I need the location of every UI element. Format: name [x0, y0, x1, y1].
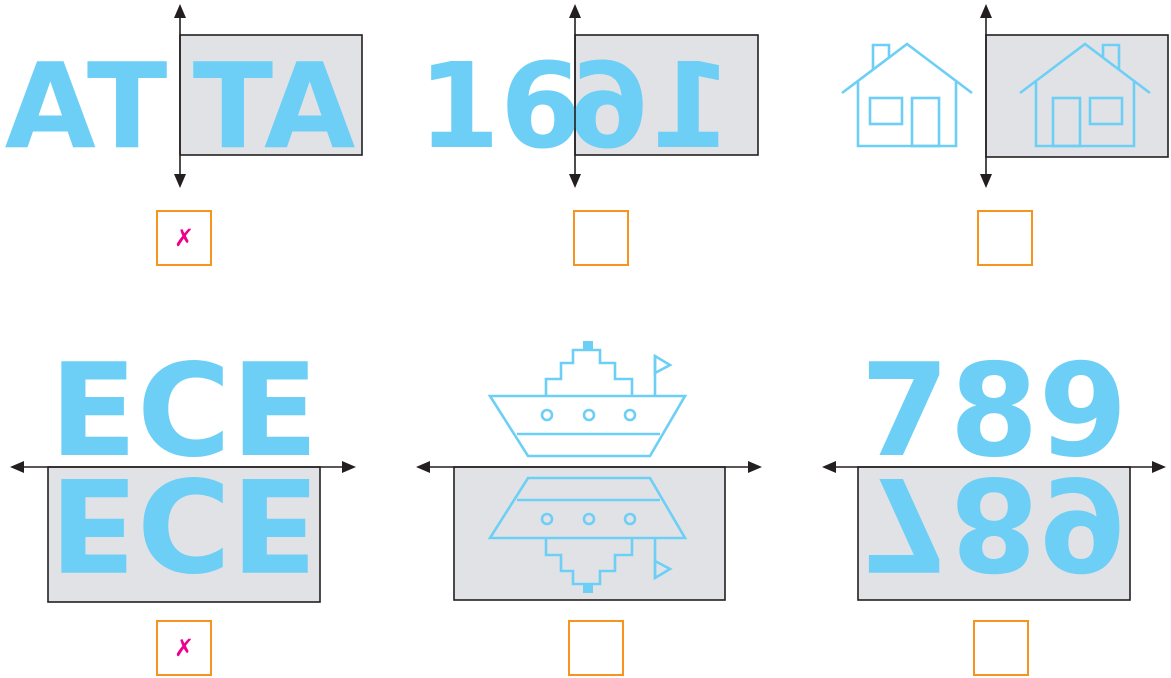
axis-arrow-right-icon: [342, 461, 356, 473]
original-text: AT: [5, 37, 168, 175]
axis-arrow-left-icon: [10, 461, 24, 473]
symmetry-item-at: AT AT ✗: [0, 0, 380, 290]
symmetry-item-ece: ECE ECE ✗: [0, 330, 380, 678]
reflected-text: 16: [568, 37, 732, 175]
axis-arrow-left-icon: [416, 461, 430, 473]
symmetry-item-789: 789 789: [800, 330, 1171, 678]
answer-checkbox-3[interactable]: [977, 210, 1033, 266]
axis-arrow-down-icon: [569, 174, 581, 188]
answer-checkbox-1[interactable]: ✗: [156, 210, 212, 266]
answer-checkbox-6[interactable]: [973, 620, 1029, 676]
axis-arrow-right-icon: [748, 461, 762, 473]
axis-arrow-up-icon: [569, 4, 581, 18]
axis-arrow-right-icon: [1152, 461, 1166, 473]
symmetry-item-ship: [400, 330, 780, 678]
original-text: 16: [418, 37, 582, 175]
answer-checkbox-4[interactable]: ✗: [156, 620, 212, 676]
answer-checkbox-2[interactable]: [573, 210, 629, 266]
answer-checkbox-5[interactable]: [568, 620, 624, 676]
reflected-text: AT: [193, 37, 356, 175]
symmetry-item-16: 16 16: [400, 0, 790, 290]
axis-arrow-down-icon: [174, 174, 186, 188]
ship-icon: [490, 341, 685, 456]
axis-arrow-down-icon: [980, 174, 992, 188]
house-icon: [842, 44, 972, 146]
axis-arrow-up-icon: [174, 4, 186, 18]
axis-arrow-up-icon: [980, 4, 992, 18]
axis-arrow-left-icon: [822, 461, 836, 473]
symmetry-item-house: [800, 0, 1171, 290]
mirror-area: [454, 467, 725, 600]
mirror-area: [986, 35, 1168, 157]
reflected-text: ECE: [50, 448, 319, 597]
reflected-text: 789: [860, 448, 1127, 597]
check-mark-icon: ✗: [174, 636, 194, 660]
check-mark-icon: ✗: [174, 226, 194, 250]
